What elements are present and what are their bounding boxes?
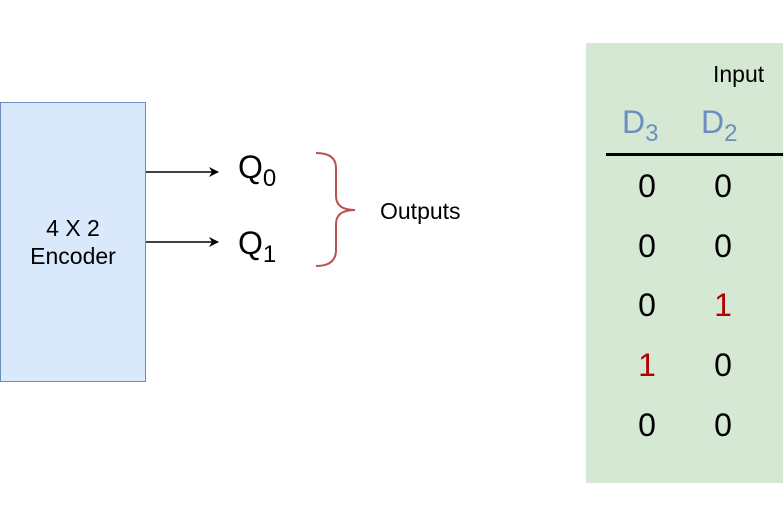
table-cell: 0 [638, 287, 656, 323]
table-cell: 0 [638, 228, 656, 264]
table-cell: 0 [638, 407, 656, 443]
outputs-brace [315, 152, 356, 267]
encoder-label-line1: 4 X 2 [46, 215, 100, 241]
table-cell: 0 [714, 168, 732, 204]
encoder-label-line2: Encoder [30, 243, 116, 269]
header-rule [606, 153, 783, 156]
inputs-caption: Input [713, 61, 765, 87]
column-header-d3: D3 [622, 104, 659, 147]
table-cell: 0 [714, 228, 732, 264]
outputs-caption: Outputs [380, 198, 461, 224]
encoder-block: 4 X 2 Encoder [0, 102, 146, 382]
table-cell: 1 [714, 287, 732, 323]
table-cell: 0 [638, 168, 656, 204]
table-cell: 1 [638, 347, 656, 383]
output-label-q1: Q1 [238, 225, 277, 268]
table-cell: 0 [714, 347, 732, 383]
output-label-q0: Q0 [238, 149, 277, 192]
table-cell: 0 [714, 407, 732, 443]
truth-table-panel [586, 43, 783, 483]
column-header-d2: D2 [701, 104, 738, 147]
